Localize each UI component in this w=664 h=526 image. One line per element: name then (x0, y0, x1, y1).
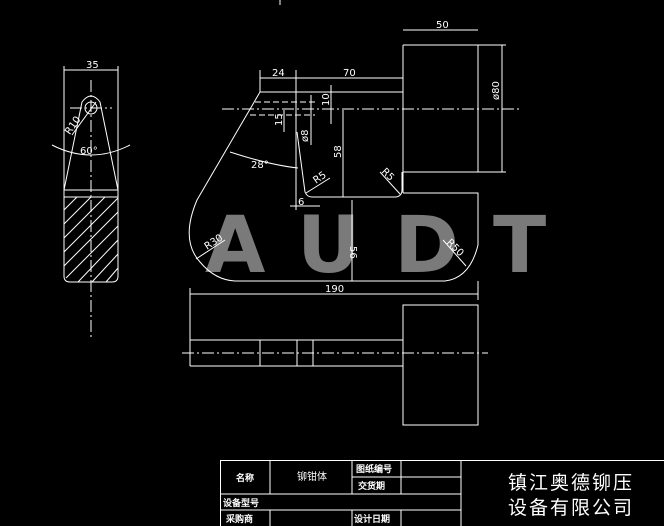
dim-6: 6 (298, 197, 304, 208)
dim-8: ø8 (300, 130, 311, 142)
dim-10: 10 (321, 93, 332, 106)
dim-15: 15 (274, 113, 285, 126)
left-angle-dim: 60° (80, 146, 98, 157)
width-190: 190 (325, 284, 344, 295)
left-radius-dim: R10 (63, 115, 83, 137)
bottom-view (182, 288, 488, 426)
dim-24: 24 (272, 68, 285, 79)
dim-58: 58 (333, 145, 344, 158)
title-block: 名称 铆钳体 图纸编号 交货期 设备型号 采购商 设计日期 镇江奥德铆压 设备有… (220, 460, 664, 526)
label-model: 设备型号 (223, 497, 259, 509)
dim-70: 70 (343, 68, 356, 79)
front-view: 24 70 10 15 ø8 58 28° R5 R5 6 56 R30 R50… (188, 20, 522, 300)
label-drawing-no: 图纸编号 (356, 463, 392, 475)
radius-r5-left: R5 (311, 170, 328, 187)
label-delivery: 交货期 (358, 480, 385, 492)
value-name: 铆钳体 (297, 470, 327, 483)
label-design-date: 设计日期 (354, 513, 390, 525)
height-56: 56 (347, 246, 358, 259)
radius-r5-right: R5 (379, 166, 396, 183)
company-name-line1: 镇江奥德铆压 (508, 472, 634, 494)
angle-28: 28° (251, 160, 269, 171)
right-width-50: 50 (436, 20, 449, 31)
label-name: 名称 (236, 472, 254, 484)
left-view: 35 60° R10 (51, 60, 131, 340)
label-buyer: 采购商 (225, 513, 253, 525)
company-name-line2: 设备有限公司 (508, 497, 634, 519)
watermark-logo: AUDT (205, 201, 580, 291)
diameter-80: ø80 (491, 81, 502, 100)
left-width-dim: 35 (86, 60, 99, 71)
